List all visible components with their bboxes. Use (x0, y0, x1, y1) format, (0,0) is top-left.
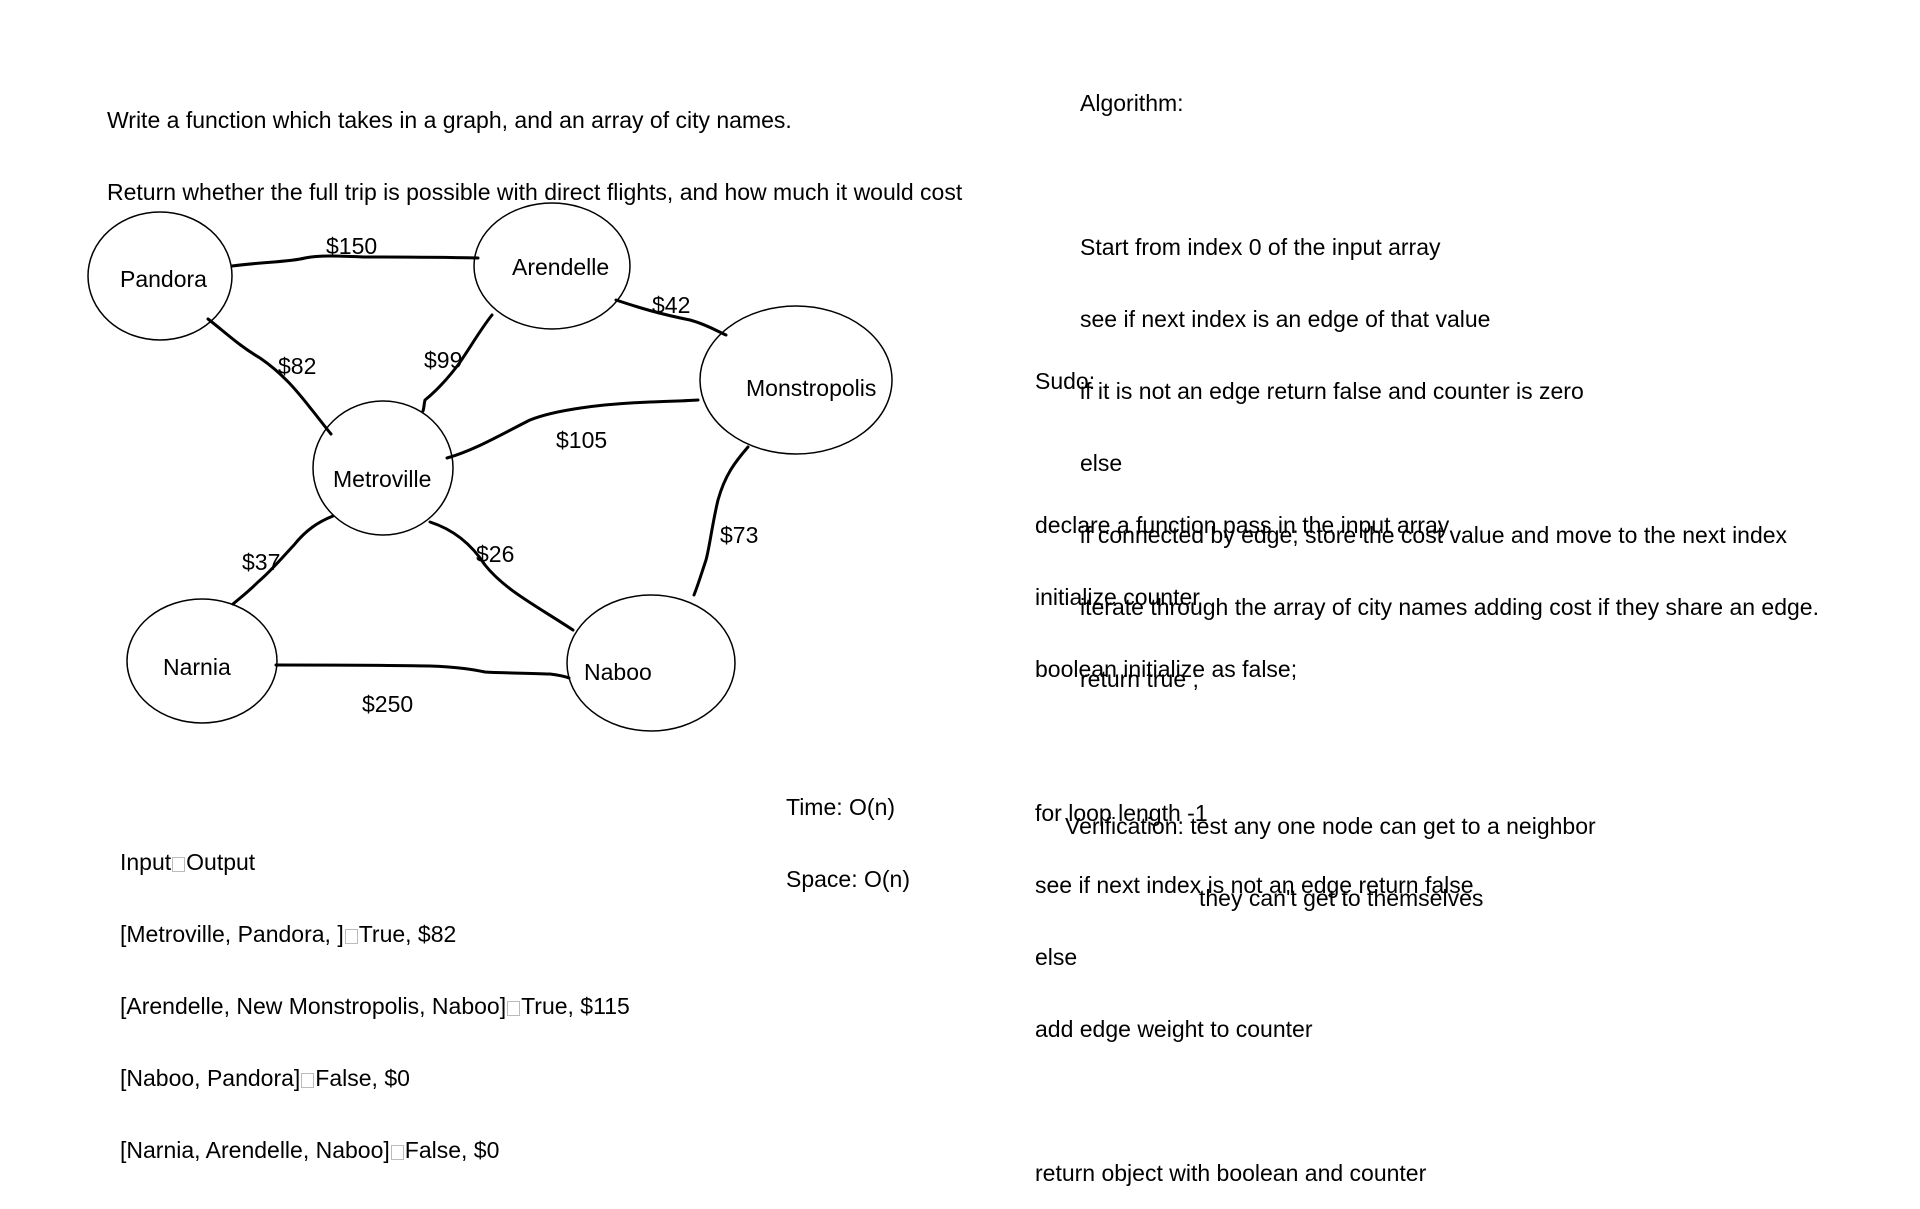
node-circle (699, 305, 893, 455)
sudo-line: return object with boolean and counter (1035, 1160, 1427, 1186)
space-complexity: Space: O(n) (786, 866, 910, 892)
complexity-section: Time: O(n) Space: O(n) (786, 747, 910, 915)
edge-metroville-naboo (428, 520, 575, 632)
placeholder-glyph-icon (301, 1073, 315, 1088)
sudo-line: initialize counter (1035, 584, 1200, 610)
example-row: [Narnia, Arendelle, Naboo] False, $0 (120, 1138, 630, 1162)
node-label: Pandora (120, 266, 207, 292)
edge-weight-label: $99 (424, 347, 462, 373)
city-graph: Pandora Arendelle Monstropolis Metrovill… (87, 202, 893, 732)
node-circle (473, 202, 631, 330)
edge-pandora-metroville (206, 317, 333, 436)
edge-weight-label: $105 (556, 427, 607, 453)
example-output: False, $0 (404, 1137, 500, 1163)
edge-weight-label: $26 (476, 541, 514, 567)
algorithm-line: Start from index 0 of the input array (1080, 234, 1441, 260)
example-input: [Narnia, Arendelle, Naboo] (120, 1137, 390, 1163)
node-arendelle: Arendelle (473, 202, 631, 330)
placeholder-glyph-icon (507, 1001, 521, 1016)
algorithm-line: return true ; (1080, 666, 1199, 692)
sudo-section: Sudo: declare a function pass in the inp… (1035, 321, 1474, 1209)
edge-weight-label: $37 (242, 549, 280, 575)
sudo-line: add edge weight to counter (1035, 1016, 1313, 1042)
node-monstropolis: Monstropolis (699, 305, 893, 455)
edge-arendelle-metroville (421, 313, 494, 413)
node-circle (312, 400, 454, 536)
node-label: Naboo (584, 659, 652, 685)
algorithm-line: iterate through the array of city names … (1080, 594, 1819, 620)
placeholder-glyph-icon (390, 1145, 404, 1160)
example-row: [Naboo, Pandora] False, $0 (120, 1066, 630, 1090)
algorithm-section: Algorithm: Start from index 0 of the inp… (1080, 43, 1819, 715)
placeholder-glyph-icon (344, 929, 358, 944)
example-row: [Metroville, Pandora, ] True, $82 (120, 922, 630, 946)
node-circle (87, 211, 233, 341)
sudo-line: for loop length -1 (1035, 800, 1208, 826)
node-metroville: Metroville (312, 400, 454, 536)
node-label: Metroville (333, 466, 431, 492)
time-complexity: Time: O(n) (786, 794, 896, 820)
edge-weight-label: $250 (362, 691, 413, 717)
algorithm-line: if it is not an edge return false and co… (1080, 378, 1584, 404)
algorithm-title: Algorithm: (1080, 90, 1184, 116)
sudo-title: Sudo: (1035, 368, 1096, 394)
verification-line-2: they can't get to themselves (1199, 885, 1484, 911)
sudo-line: declare a function pass in the input arr… (1035, 512, 1450, 538)
sudo-line: else (1035, 944, 1078, 970)
example-output: True, $82 (358, 921, 457, 947)
edge-monstropolis-naboo (692, 445, 750, 597)
node-pandora: Pandora (87, 211, 233, 341)
edge-weight-label: $73 (720, 522, 758, 548)
sudo-line: see if next index is not an edge return … (1035, 872, 1474, 898)
example-input: [Naboo, Pandora] (120, 1065, 301, 1091)
sudo-line (1035, 1089, 1474, 1113)
node-circle (566, 594, 736, 732)
verification-section: Verification: test any one node can get … (1065, 766, 1596, 934)
edge-metroville-narnia (231, 514, 335, 606)
node-label: Narnia (163, 654, 231, 680)
problem-line-2: Return whether the full trip is possible… (107, 179, 963, 205)
node-narnia: Narnia (126, 598, 278, 724)
edge-weight-label: $42 (652, 292, 690, 318)
node-label: Monstropolis (746, 375, 876, 401)
edge-weight-label: $150 (326, 233, 377, 259)
edge-arendelle-monstropolis (614, 298, 728, 337)
output-header: Output (186, 849, 256, 875)
example-output: True, $115 (521, 993, 630, 1019)
examples-table: Input Output [Metroville, Pandora, ] True,… (120, 802, 630, 1186)
sudo-line (1035, 729, 1474, 753)
problem-line-1: Write a function which takes in a graph,… (107, 107, 792, 133)
algorithm-line: see if next index is an edge of that val… (1080, 306, 1491, 332)
algorithm-line: else (1080, 450, 1123, 476)
verification-line-1: Verification: test any one node can get … (1065, 813, 1596, 839)
examples-header: Input Output (120, 850, 630, 874)
node-circle (126, 598, 278, 724)
input-header: Input (120, 849, 172, 875)
example-input: [Metroville, Pandora, ] (120, 921, 344, 947)
sudo-line: boolean initialize as false; (1035, 656, 1298, 682)
example-output: False, $0 (315, 1065, 410, 1091)
edge-pandora-arendelle (230, 254, 480, 268)
placeholder-glyph-icon (172, 857, 186, 872)
example-input: [Arendelle, New Monstropolis, Naboo] (120, 993, 507, 1019)
edge-weight-label: $82 (278, 353, 316, 379)
node-naboo: Naboo (566, 594, 736, 732)
node-label: Arendelle (512, 254, 609, 280)
example-row: [Arendelle, New Monstropolis, Naboo] True… (120, 994, 630, 1018)
problem-statement: Write a function which takes in a graph,… (107, 60, 962, 228)
edge-narnia-naboo (274, 663, 571, 680)
algorithm-line: if connected by edge; store the cost val… (1080, 522, 1788, 548)
edge-metroville-monstropolis (445, 398, 700, 460)
